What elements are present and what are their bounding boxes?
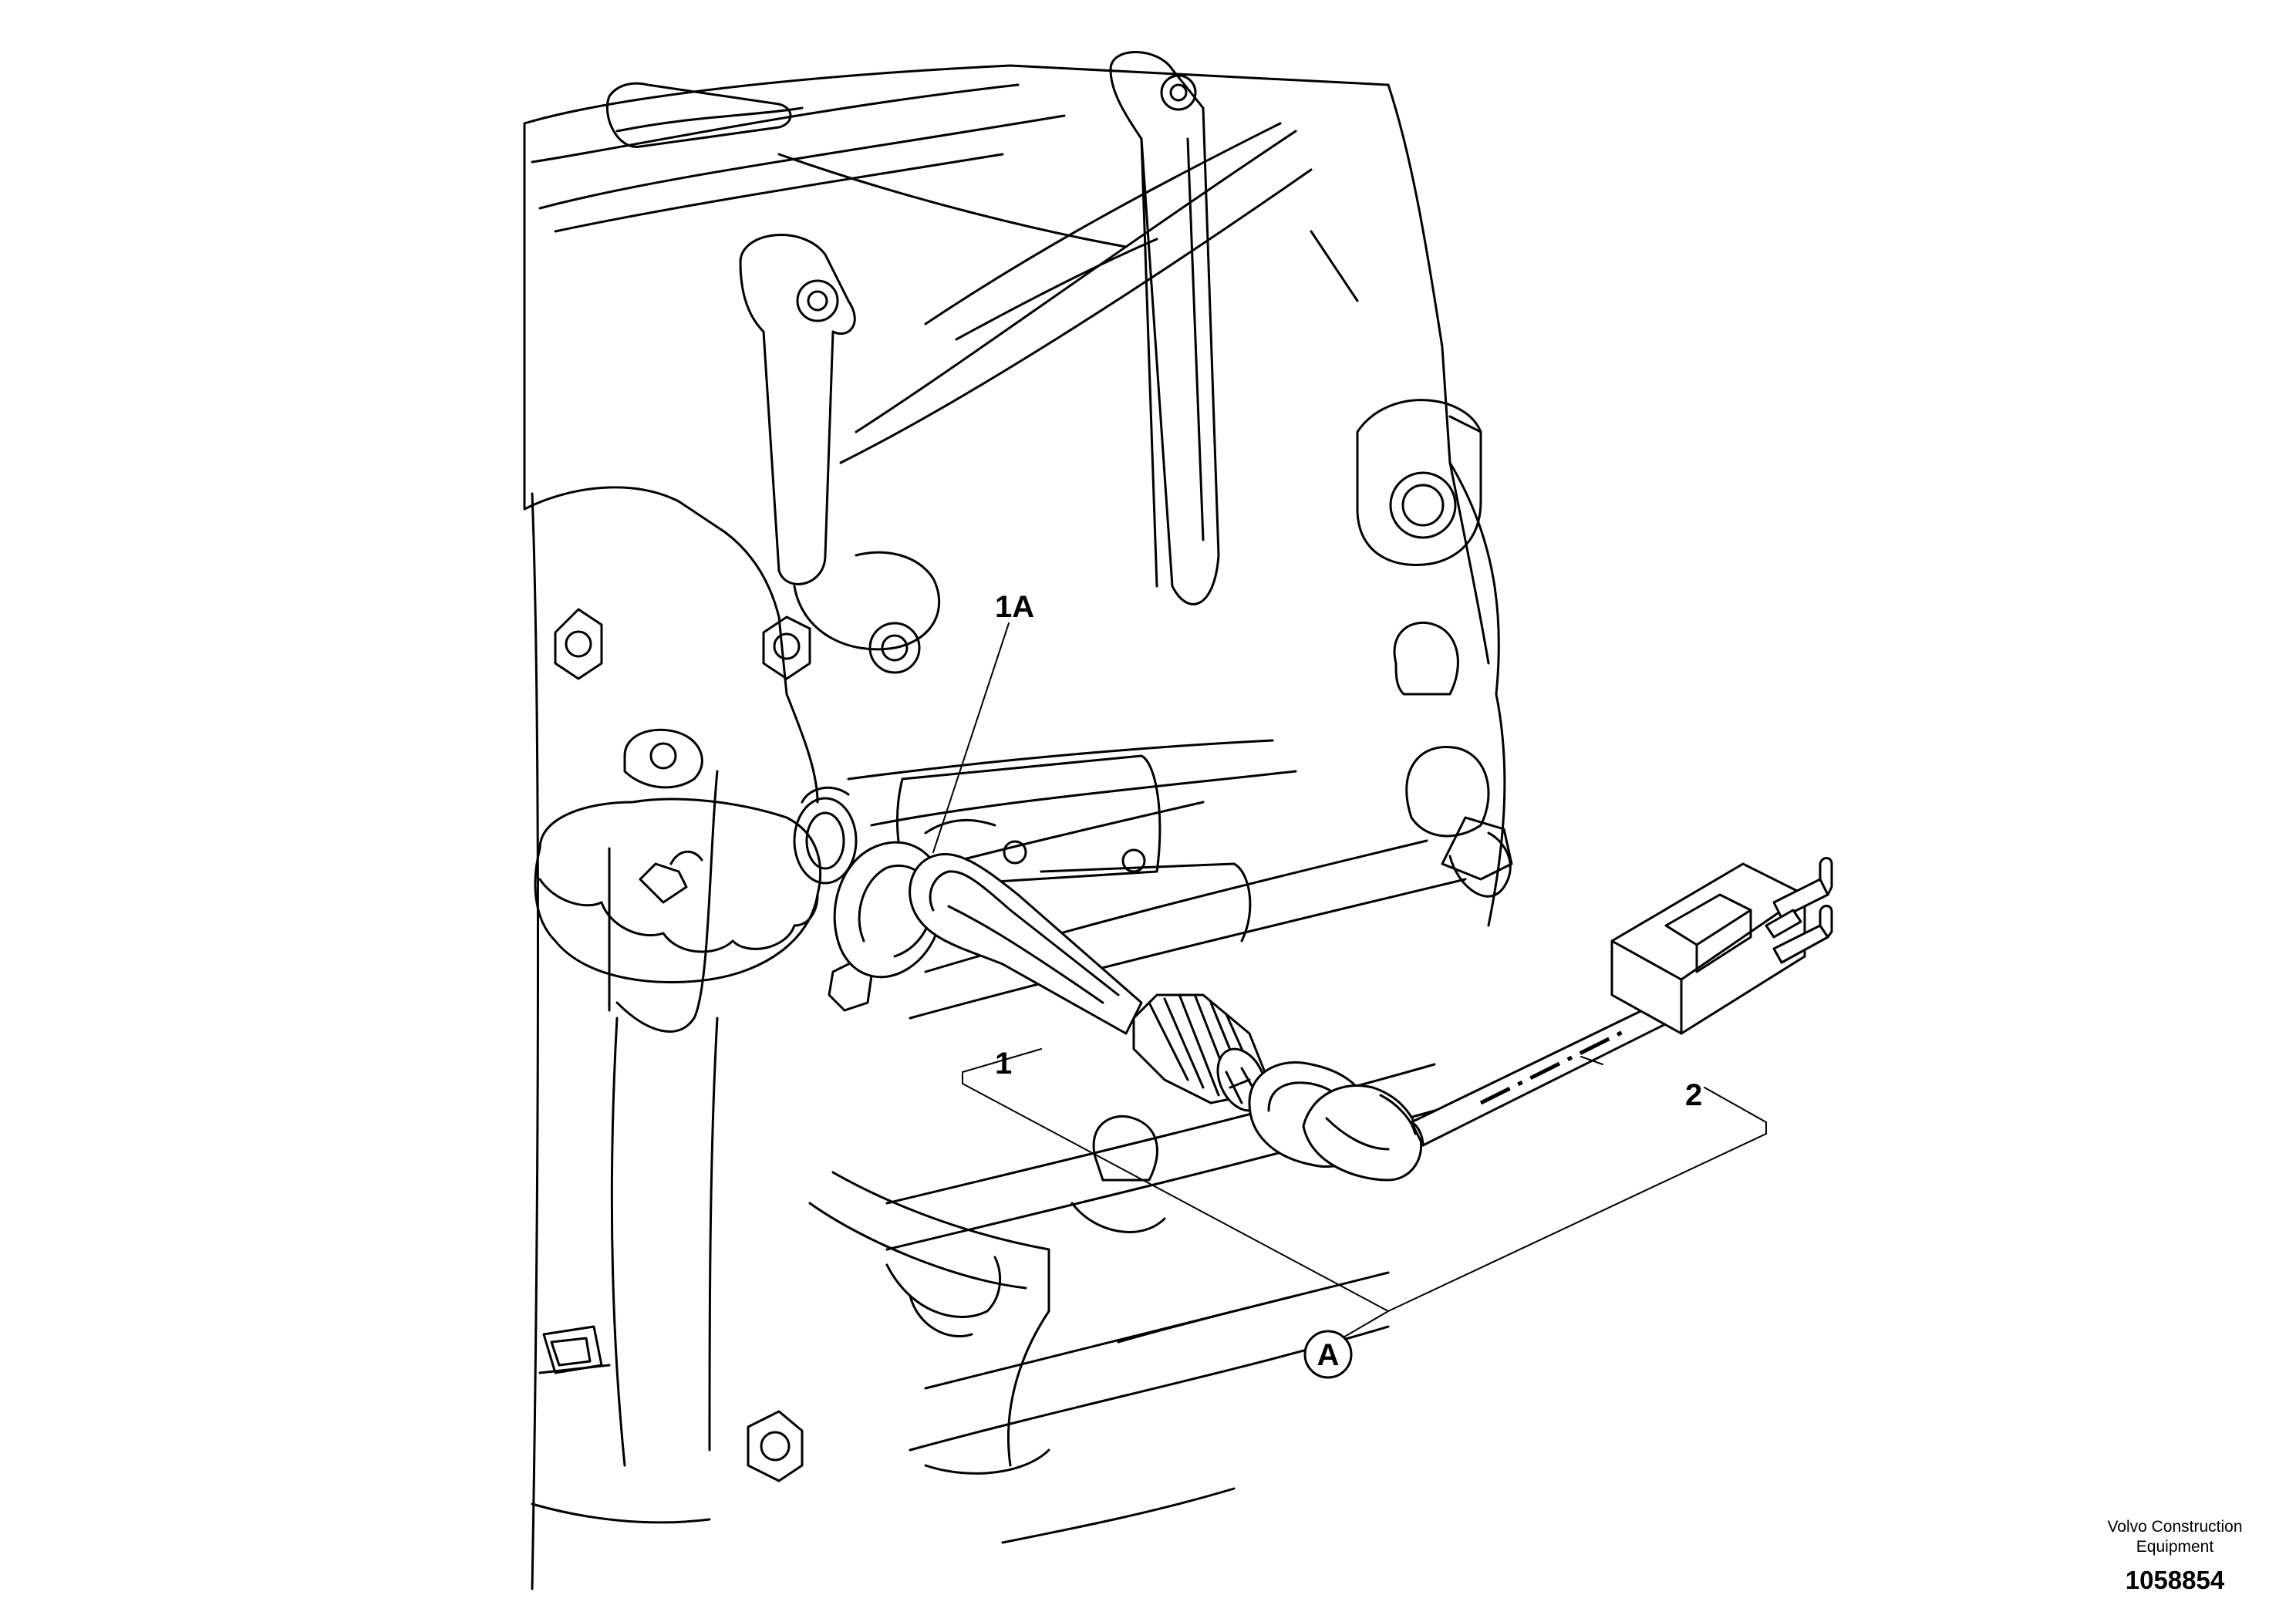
callout-a-circle [1303,1330,1353,1379]
power-cord [1410,857,1833,1147]
leader-2 [1580,1056,1603,1065]
footer-company-line2: Equipment [2136,1538,2214,1556]
bracket-1 [962,1071,1389,1312]
callout-1a: 1A [995,590,1034,624]
footer-company-line1: Volvo Construction [2107,1518,2242,1536]
figure-footer: Volvo Construction Equipment 1058854 [2107,1518,2242,1594]
cord-length-break-mark [1479,1027,1629,1105]
block-heater-element [833,841,1423,1182]
leader-1a [932,622,1010,853]
callout-2: 2 [1685,1078,1702,1112]
callout-a: A [1317,1338,1340,1372]
figure-number: 1058854 [2126,1566,2225,1594]
heater-element-loop [909,852,1143,1035]
callout-a-marker: A [1303,1330,1353,1379]
bracket-2 [1387,1087,1767,1312]
plug-body [1610,862,1806,1035]
callout-1: 1 [995,1047,1012,1081]
engine-block-outline [523,51,1513,1590]
leader-1 [962,1048,1042,1073]
leader-a [1341,1310,1389,1339]
plug-ground-pin [1765,909,1802,939]
callout-leaders [932,622,1767,1339]
